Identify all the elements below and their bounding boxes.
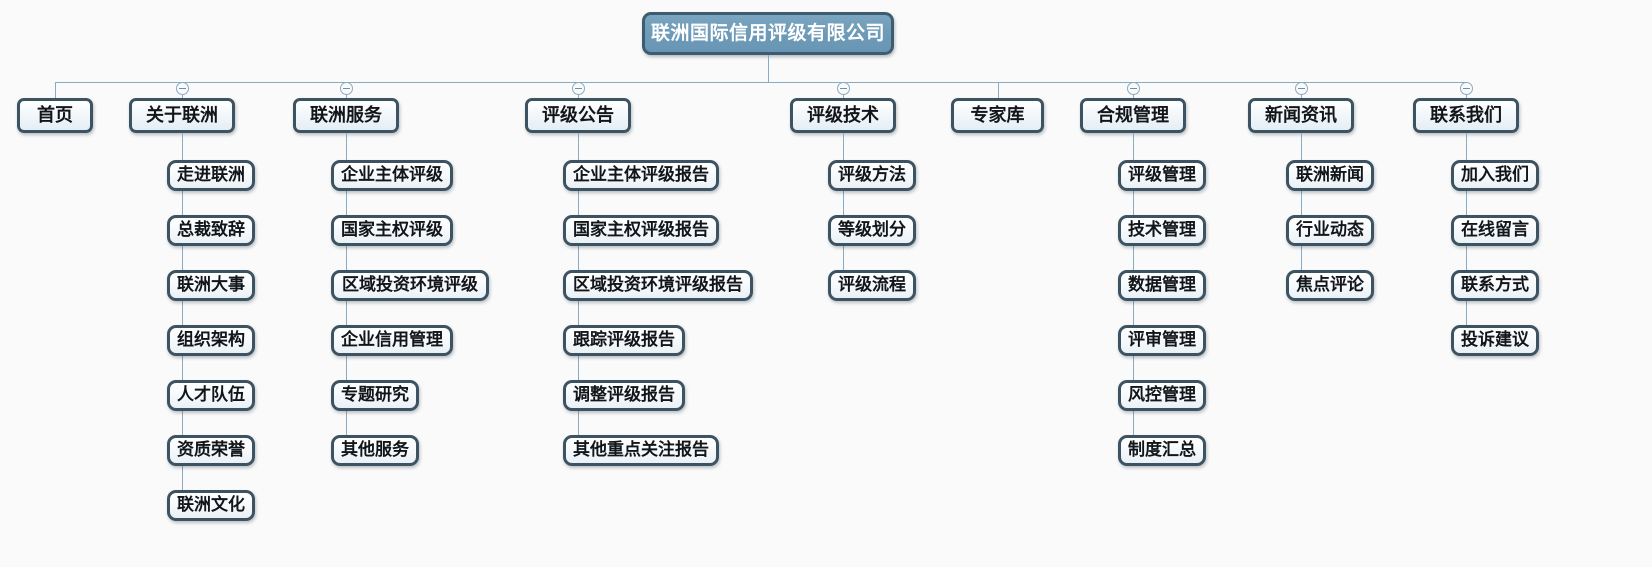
nav-subnode-1-6[interactable]: 联洲文化 xyxy=(167,490,255,521)
nav-subnode-4-0[interactable]: 评级方法 xyxy=(828,160,916,191)
col-0-stem-line xyxy=(55,82,56,98)
nav-subnode-3-5[interactable]: 其他重点关注报告 xyxy=(563,435,719,466)
nav-subnode-1-0[interactable]: 走进联洲 xyxy=(167,160,255,191)
nav-subnode-2-5[interactable]: 其他服务 xyxy=(331,435,419,466)
nav-subnode-8-1[interactable]: 在线留言 xyxy=(1451,215,1539,246)
top-level-bus-line xyxy=(55,82,1466,83)
col-1-collapse-minus-circle-icon[interactable] xyxy=(176,82,189,95)
nav-subnode-3-0[interactable]: 企业主体评级报告 xyxy=(563,160,719,191)
nav-subnode-2-4[interactable]: 专题研究 xyxy=(331,380,419,411)
nav-node-8[interactable]: 联系我们 xyxy=(1413,98,1519,133)
col-3-collapse-minus-circle-icon[interactable] xyxy=(572,82,585,95)
nav-subnode-1-2[interactable]: 联洲大事 xyxy=(167,270,255,301)
nav-subnode-6-4[interactable]: 风控管理 xyxy=(1118,380,1206,411)
root-stem-line xyxy=(768,55,769,82)
nav-subnode-1-5[interactable]: 资质荣誉 xyxy=(167,435,255,466)
col-6-collapse-minus-circle-icon[interactable] xyxy=(1127,82,1140,95)
nav-node-0[interactable]: 首页 xyxy=(17,98,93,133)
nav-subnode-8-2[interactable]: 联系方式 xyxy=(1451,270,1539,301)
nav-node-7[interactable]: 新闻资讯 xyxy=(1248,98,1354,133)
nav-subnode-6-3[interactable]: 评审管理 xyxy=(1118,325,1206,356)
nav-subnode-1-3[interactable]: 组织架构 xyxy=(167,325,255,356)
nav-node-3[interactable]: 评级公告 xyxy=(525,98,631,133)
nav-subnode-1-4[interactable]: 人才队伍 xyxy=(167,380,255,411)
root-node[interactable]: 联洲国际信用评级有限公司 xyxy=(642,12,894,55)
col-4-spine-line xyxy=(843,133,844,286)
nav-subnode-3-3[interactable]: 跟踪评级报告 xyxy=(563,325,685,356)
nav-subnode-3-1[interactable]: 国家主权评级报告 xyxy=(563,215,719,246)
col-5-stem-line xyxy=(998,82,999,98)
nav-subnode-3-2[interactable]: 区域投资环境评级报告 xyxy=(563,270,753,301)
nav-node-2[interactable]: 联洲服务 xyxy=(293,98,399,133)
nav-node-6[interactable]: 合规管理 xyxy=(1080,98,1186,133)
nav-subnode-2-2[interactable]: 区域投资环境评级 xyxy=(331,270,489,301)
nav-node-4[interactable]: 评级技术 xyxy=(790,98,896,133)
col-7-collapse-minus-circle-icon[interactable] xyxy=(1295,82,1308,95)
nav-node-5[interactable]: 专家库 xyxy=(951,98,1044,133)
nav-subnode-2-0[interactable]: 企业主体评级 xyxy=(331,160,453,191)
nav-node-1[interactable]: 关于联洲 xyxy=(129,98,235,133)
col-8-collapse-minus-circle-icon[interactable] xyxy=(1460,82,1473,95)
nav-subnode-2-3[interactable]: 企业信用管理 xyxy=(331,325,453,356)
col-1-spine-line xyxy=(182,133,183,506)
nav-subnode-4-2[interactable]: 评级流程 xyxy=(828,270,916,301)
nav-subnode-8-3[interactable]: 投诉建议 xyxy=(1451,325,1539,356)
nav-subnode-6-5[interactable]: 制度汇总 xyxy=(1118,435,1206,466)
nav-subnode-6-2[interactable]: 数据管理 xyxy=(1118,270,1206,301)
nav-subnode-7-2[interactable]: 焦点评论 xyxy=(1286,270,1374,301)
nav-subnode-4-1[interactable]: 等级划分 xyxy=(828,215,916,246)
nav-subnode-1-1[interactable]: 总裁致辞 xyxy=(167,215,255,246)
nav-subnode-2-1[interactable]: 国家主权评级 xyxy=(331,215,453,246)
nav-subnode-7-0[interactable]: 联洲新闻 xyxy=(1286,160,1374,191)
col-2-collapse-minus-circle-icon[interactable] xyxy=(340,82,353,95)
nav-subnode-8-0[interactable]: 加入我们 xyxy=(1451,160,1539,191)
nav-subnode-3-4[interactable]: 调整评级报告 xyxy=(563,380,685,411)
col-7-spine-line xyxy=(1301,133,1302,286)
nav-subnode-6-0[interactable]: 评级管理 xyxy=(1118,160,1206,191)
col-4-collapse-minus-circle-icon[interactable] xyxy=(837,82,850,95)
nav-subnode-7-1[interactable]: 行业动态 xyxy=(1286,215,1374,246)
nav-subnode-6-1[interactable]: 技术管理 xyxy=(1118,215,1206,246)
